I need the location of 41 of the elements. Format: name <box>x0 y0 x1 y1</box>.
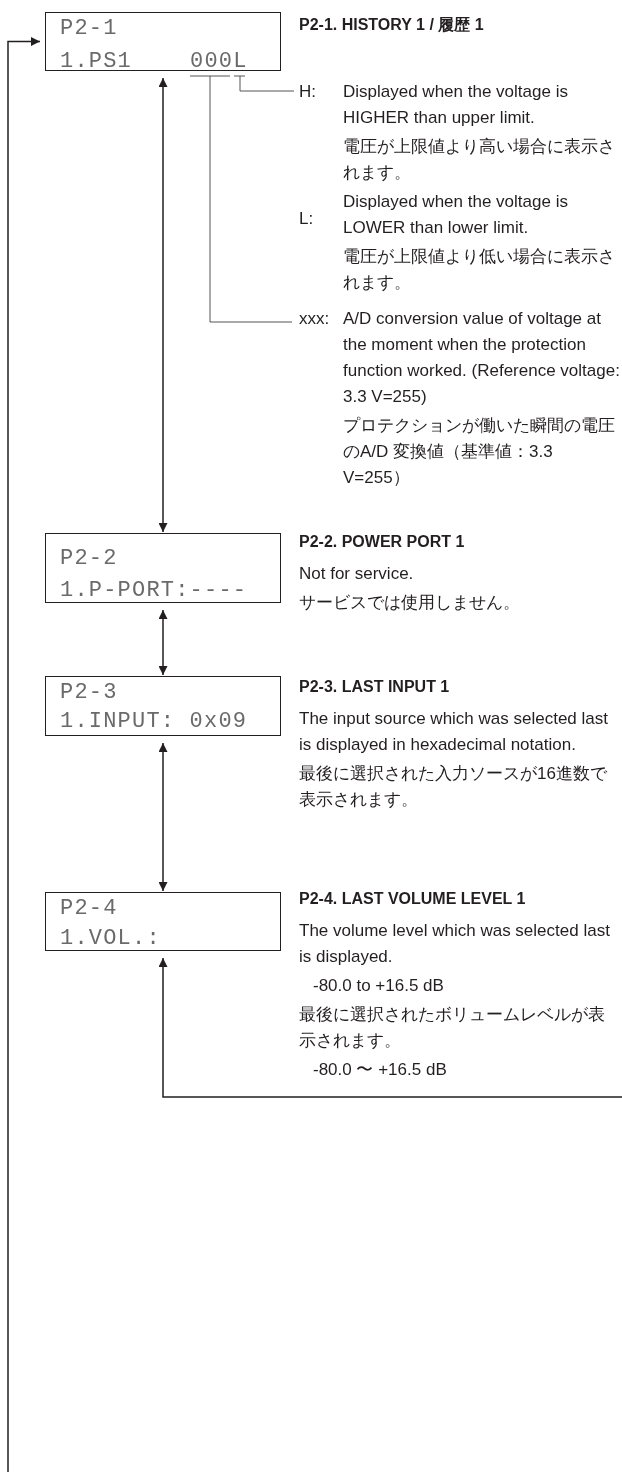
arrow <box>7 37 41 1472</box>
lcd-text: 1.PS1 <box>60 51 132 73</box>
section-heading: P2-1. HISTORY 1 / 履歴 1 <box>299 15 485 35</box>
description-text: Displayed when the voltage is HIGHER than upper limit. <box>343 81 569 129</box>
lcd-display <box>45 676 281 736</box>
lcd-display <box>45 12 281 71</box>
arrow <box>158 957 622 1098</box>
section-heading: P2-4. LAST VOLUME LEVEL 1 <box>299 889 527 909</box>
note-marker: L: <box>299 208 314 230</box>
lcd-text: P2-4 <box>60 898 118 920</box>
note-marker: H: <box>299 81 316 103</box>
leader-line <box>189 75 293 323</box>
note-marker: xxx: <box>299 308 330 330</box>
description-text: -80.0 to +16.5 dB <box>312 975 445 997</box>
arrow <box>158 609 168 676</box>
description-text: Not for service. <box>299 563 415 585</box>
description-text: Displayed when the voltage is LOWER than lower limit. <box>343 191 569 239</box>
lcd-display <box>45 892 281 951</box>
lcd-text: 1.VOL.: <box>60 928 161 950</box>
description-text: 最後に選択された入力ソースが16進数で表示されます。 <box>299 763 608 811</box>
lcd-display <box>45 533 281 603</box>
description-text: The volume level which was selected last is displayed. <box>299 920 611 968</box>
description-text: プロテクションが働いた瞬間の電圧のA/D 変換値（基準値：3.3 V=255） <box>343 415 616 489</box>
lcd-text: P2-2 <box>60 548 118 570</box>
lcd-text: 1.INPUT: 0x09 <box>60 711 248 733</box>
description-text: 電圧が上限値より高い場合に表示されます。 <box>343 136 616 184</box>
description-text: A/D conversion value of voltage at the moment when the protection function worked. (Reference voltage: 3.3 V=255) <box>343 308 621 408</box>
lcd-text: 1.P-PORT:---- <box>60 580 248 602</box>
arrow <box>158 742 168 892</box>
section-heading: P2-3. LAST INPUT 1 <box>299 677 451 697</box>
lcd-text: P2-1 <box>60 18 118 40</box>
description-text: The input source which was selected last is displayed in hexadecimal notation. <box>299 708 609 756</box>
description-text: 最後に選択されたボリュームレベルが表示されます。 <box>299 1004 606 1052</box>
lcd-text: P2-3 <box>60 682 118 704</box>
lcd-text: 000L <box>190 51 248 73</box>
description-text: 電圧が上限値より低い場合に表示されます。 <box>343 246 616 294</box>
arrow <box>158 77 168 533</box>
leader-line <box>233 75 295 92</box>
description-text: サービスでは使用しません。 <box>299 592 521 614</box>
description-text: -80.0 〜 +16.5 dB <box>312 1059 448 1081</box>
section-heading: P2-2. POWER PORT 1 <box>299 532 466 552</box>
